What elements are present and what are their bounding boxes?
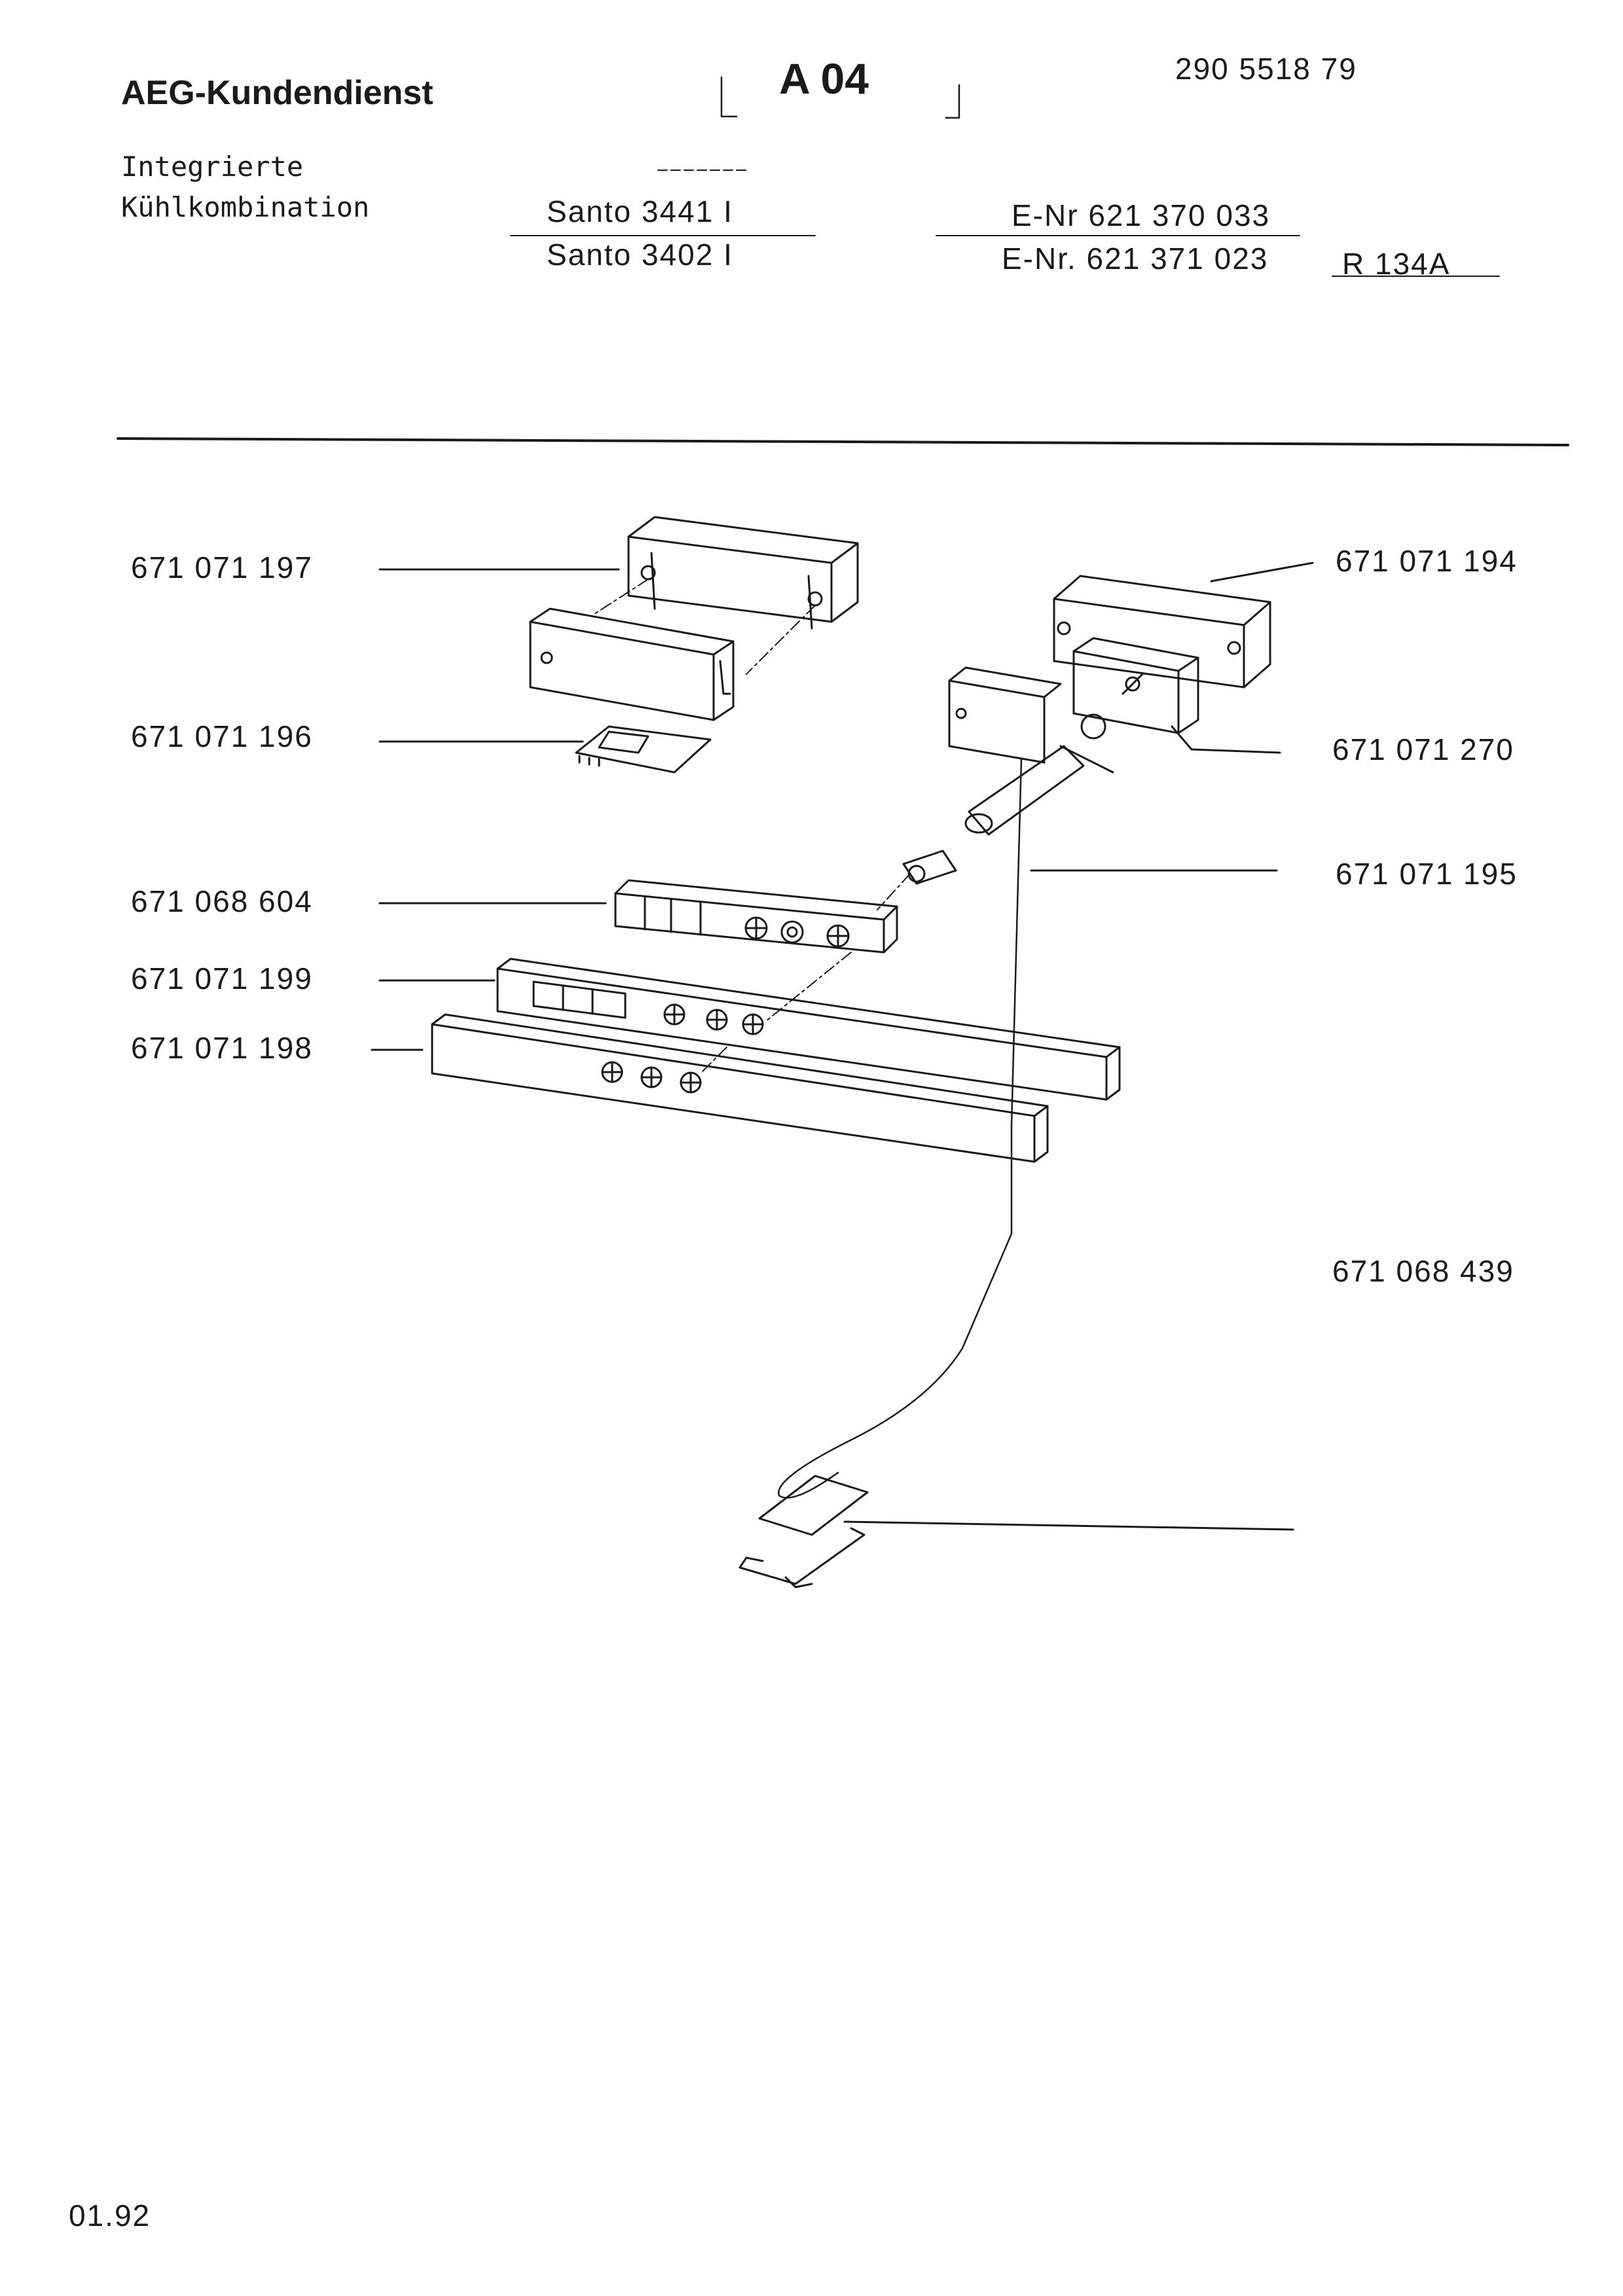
front-strip-part-198 bbox=[431, 1013, 1049, 1163]
part-label-604: 671 068 604 bbox=[131, 884, 313, 918]
sensor-clip-part-439 bbox=[739, 1475, 869, 1588]
mounting-block bbox=[948, 666, 1062, 764]
brand-title: AEG-Kundendienst bbox=[121, 74, 433, 112]
document-number: 290 5518 79 bbox=[1175, 52, 1357, 86]
part-label-197: 671 071 197 bbox=[131, 550, 313, 584]
sheet-bracket-marks bbox=[720, 76, 960, 119]
leader-439 bbox=[843, 1520, 1294, 1531]
model-enr-1: E-Nr 621 370 033 bbox=[1012, 198, 1271, 232]
part-label-196: 671 071 196 bbox=[131, 719, 313, 753]
model-enr-2: E-Nr. 621 371 023 bbox=[1002, 242, 1269, 276]
circuit-board-part-196 bbox=[575, 725, 712, 774]
dashdot-guide-controls bbox=[700, 873, 911, 1074]
sheet-code: A 04 bbox=[779, 54, 869, 103]
switch-part-270 bbox=[1072, 637, 1199, 734]
leader-270 bbox=[1171, 725, 1281, 754]
part-label-198: 671 071 198 bbox=[131, 1031, 313, 1065]
trim-strip-part-199 bbox=[496, 958, 1121, 1101]
part-label-194: 671 071 194 bbox=[1336, 544, 1518, 578]
product-type-line2: Kühlkombination bbox=[121, 191, 370, 223]
control-module-part-604 bbox=[614, 879, 898, 954]
model-underlines bbox=[510, 170, 1500, 277]
print-date: 01.92 bbox=[69, 2198, 151, 2233]
part-label-439: 671 068 439 bbox=[1332, 1254, 1514, 1288]
refrigerant-label: R 134A bbox=[1342, 247, 1451, 281]
housing-part-194 bbox=[1053, 575, 1271, 689]
model-name-1: Santo 3441 I bbox=[547, 194, 733, 228]
housing-part-197 bbox=[627, 516, 859, 630]
dashdot-guide-197 bbox=[592, 579, 816, 675]
part-label-270: 671 071 270 bbox=[1332, 732, 1514, 766]
bracket-part-197-lower bbox=[529, 607, 735, 721]
header-separator-rule bbox=[117, 437, 1569, 446]
capillary-tube bbox=[777, 758, 1023, 1499]
part-label-199: 671 071 199 bbox=[131, 961, 313, 996]
thermostat-rod-part-195 bbox=[902, 713, 1114, 885]
leader-194 bbox=[1210, 562, 1314, 583]
part-label-195: 671 071 195 bbox=[1336, 857, 1518, 891]
model-name-2: Santo 3402 I bbox=[547, 238, 733, 272]
product-type-line1: Integrierte bbox=[121, 151, 304, 183]
